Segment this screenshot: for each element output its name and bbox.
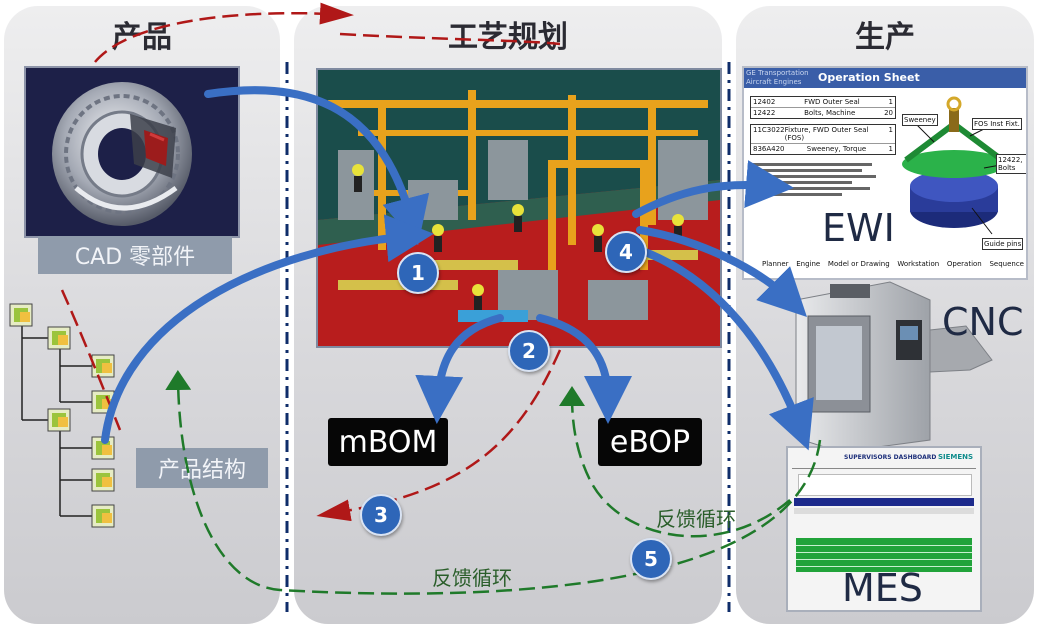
sheet-row-qty: 1 (888, 98, 893, 106)
callout-guide-pins: Guide pins (982, 238, 1024, 250)
product-structure-label: 产品结构 (136, 448, 268, 488)
mes-screen-brand: SIEMENS (938, 453, 974, 461)
fixture-illustration (902, 96, 1007, 235)
mes-label: MES (842, 566, 923, 610)
engine-part-illustration (52, 82, 192, 226)
footer-cell: Model or Drawing (827, 260, 890, 268)
sheet-title: Operation Sheet (818, 71, 920, 84)
footer-cell: Sequence (989, 260, 1024, 268)
ebop-box: eBOP (598, 418, 702, 466)
step-circle-1: 1 (397, 252, 439, 294)
cnc-label: CNC (942, 300, 1024, 344)
sheet-company-line2: Aircraft Engines (746, 78, 802, 86)
sheet-row-desc: Sweeney, Torque (806, 145, 867, 153)
callout-sweeney: Sweeney (902, 114, 938, 126)
sheet-row-desc: FWD Outer Seal (804, 98, 860, 106)
callout-fos-fixture: FOS Inst Fixt. (972, 118, 1022, 130)
step-circle-2: 2 (508, 330, 550, 372)
sheet-row-qty: 20 (884, 109, 893, 117)
footer-cell: Planner (762, 260, 789, 268)
mbom-box: mBOM (328, 418, 448, 466)
sheet-footer: Planner Engine Model or Drawing Workstat… (762, 260, 1024, 268)
footer-cell: Operation (946, 260, 982, 268)
sheet-header (744, 68, 1026, 88)
product-structure-tree (9, 303, 115, 528)
step-circle-5: 5 (630, 538, 672, 580)
ewi-label: EWI (822, 206, 895, 250)
mes-blue-bar (794, 498, 974, 506)
sheet-instructions (752, 160, 880, 199)
cad-parts-label: CAD 零部件 (38, 236, 232, 274)
mes-dashboard-screen: SUPERVISORS DASHBOARD SIEMENS (786, 446, 982, 612)
sheet-row-desc: Bolts, Machine (804, 109, 856, 117)
sheet-company-line1: GE Transportation (746, 69, 809, 77)
step-circle-4: 4 (605, 231, 647, 273)
sheet-row-part: 12422 (753, 109, 776, 117)
sheet-row-qty: 1 (888, 145, 893, 153)
panel-title-process: 工艺规划 (448, 20, 568, 55)
mes-screen-title: SUPERVISORS DASHBOARD (844, 454, 937, 461)
sheet-row-part: 836A420 (753, 145, 785, 153)
ewi-operation-sheet: GE Transportation Aircraft Engines Opera… (742, 66, 1028, 280)
footer-cell: Workstation (897, 260, 940, 268)
feedback-loop-label-right: 反馈循环 (656, 507, 736, 531)
footer-cell: Engine (796, 260, 821, 268)
callout-bolts: 12422, Bolts (996, 154, 1026, 174)
step-circle-3: 3 (360, 494, 402, 536)
sheet-row-part: 12402 (753, 98, 776, 106)
feedback-loop-label-bottom: 反馈循环 (432, 566, 512, 590)
tree-node-icons (9, 303, 115, 528)
sheet-row-desc: Fixture, FWD Outer Seal (FOS) (784, 126, 869, 142)
sheet-parts-table: 12402 FWD Outer Seal 1 12422 Bolts, Machine… (750, 96, 896, 119)
sheet-row-qty: 1 (888, 126, 893, 134)
panel-title-production: 生产 (855, 20, 915, 55)
sheet-row-part: 11C3022 (753, 126, 785, 134)
